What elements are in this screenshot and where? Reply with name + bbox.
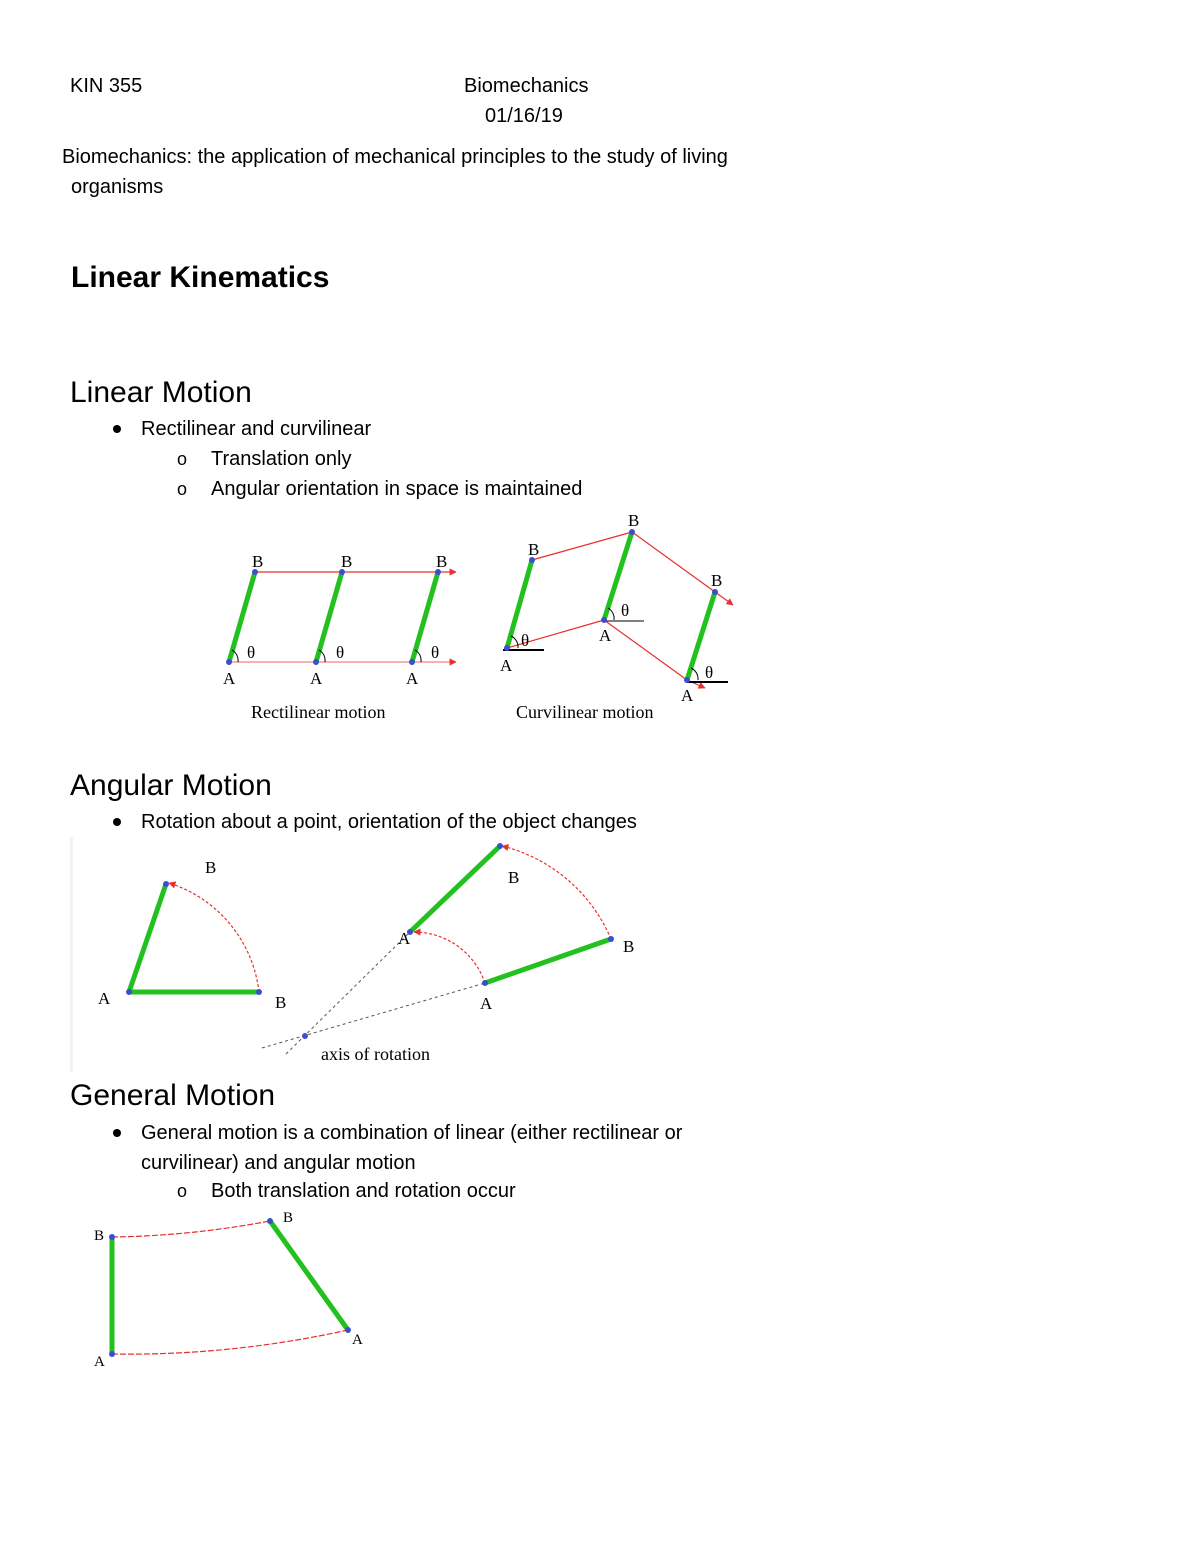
main-heading: Linear Kinematics — [71, 261, 330, 294]
point-label-a: A — [599, 626, 612, 645]
rectilinear-caption: Rectilinear motion — [251, 702, 386, 722]
definition-line-2: organisms — [71, 176, 164, 198]
point-label-a: A — [310, 669, 323, 688]
point-label-a: A — [500, 656, 513, 675]
angle-arc — [510, 635, 519, 649]
point — [109, 1234, 115, 1240]
angle-label: θ — [521, 631, 530, 650]
linear-motion-heading: Linear Motion — [70, 376, 252, 409]
point-label-b: B — [628, 511, 640, 530]
general-motion-heading: General Motion — [70, 1079, 276, 1112]
point-label-b: B — [528, 540, 540, 559]
angle-arc — [607, 607, 615, 621]
point — [504, 645, 510, 651]
angular-motion-bullet: Rotation about a point, orientation of t… — [141, 811, 637, 833]
sub-bullet-icon: o — [177, 479, 188, 499]
axis-line — [261, 982, 486, 1049]
angle-arc — [690, 667, 699, 681]
angle-arc — [414, 649, 422, 663]
subject-title: Biomechanics — [464, 75, 589, 97]
point-label-a: A — [406, 669, 419, 688]
point — [109, 1351, 115, 1357]
segment — [484, 936, 612, 986]
point-label-a: A — [98, 989, 111, 1008]
point — [345, 1327, 351, 1333]
angle-label: θ — [621, 601, 630, 620]
point — [601, 617, 607, 623]
point-label-b: B — [283, 1210, 294, 1226]
angle-label: θ — [431, 643, 440, 662]
axis-of-rotation-label: axis of rotation — [321, 1044, 430, 1064]
linear-motion-sub-2: Angular orientation in space is maintain… — [211, 478, 583, 500]
general-motion-bullet-line-1: General motion is a combination of linea… — [141, 1122, 683, 1144]
note-date: 01/16/19 — [485, 105, 563, 127]
bullet-icon — [113, 1129, 121, 1137]
course-code: KIN 355 — [70, 75, 143, 97]
point — [226, 659, 232, 665]
point-label-b: B — [205, 858, 217, 877]
path-curve — [111, 1220, 271, 1238]
point — [497, 843, 503, 849]
point — [313, 659, 319, 665]
bullet-icon — [113, 818, 121, 826]
angular-motion-heading: Angular Motion — [70, 769, 272, 802]
point — [684, 677, 690, 683]
point — [409, 659, 415, 665]
angle-label: θ — [705, 663, 714, 682]
path-line — [603, 619, 688, 681]
bullet-icon — [113, 425, 121, 433]
sub-bullet-icon: o — [177, 449, 188, 469]
angle-label: θ — [336, 643, 345, 662]
point-label-b: B — [508, 868, 520, 887]
curvilinear-caption: Curvilinear motion — [516, 702, 654, 722]
point-label-a: A — [480, 994, 493, 1013]
angle-label: θ — [247, 643, 256, 662]
segment — [408, 844, 502, 934]
sub-bullet-icon: o — [177, 1181, 188, 1201]
point — [608, 936, 614, 942]
point-label-b: B — [711, 571, 723, 590]
point — [482, 980, 488, 986]
point-label-a: A — [398, 929, 411, 948]
point-label-b: B — [341, 552, 353, 571]
point — [126, 989, 132, 995]
general-motion-sub-1: Both translation and rotation occur — [211, 1180, 516, 1202]
point — [163, 881, 169, 887]
angle-arc — [231, 649, 239, 663]
rotation-arc — [168, 881, 260, 993]
point-label-b: B — [94, 1228, 105, 1244]
path-line — [631, 531, 734, 606]
segment — [126, 883, 169, 993]
general-motion-bullet-line-2: curvilinear) and angular motion — [141, 1152, 416, 1174]
point-label-a: A — [681, 686, 694, 705]
point-label-b: B — [275, 993, 287, 1012]
figure-edge — [70, 837, 73, 1072]
segment — [267, 1219, 351, 1332]
axis-line — [285, 931, 411, 1055]
linear-motion-sub-1: Translation only — [211, 448, 352, 470]
point-label-b: B — [623, 937, 635, 956]
linear-motion-bullet: Rectilinear and curvilinear — [141, 418, 372, 440]
point — [267, 1218, 273, 1224]
rotation-arc — [501, 844, 612, 940]
point-label-a: A — [223, 669, 236, 688]
path-line — [531, 531, 633, 561]
point-label-b: B — [252, 552, 264, 571]
point — [256, 989, 262, 995]
point-label-a: A — [94, 1354, 105, 1370]
angle-arc — [318, 649, 326, 663]
rotation-arc — [413, 928, 486, 984]
axis-point — [302, 1033, 308, 1039]
point-label-a: A — [352, 1332, 363, 1348]
definition-line-1: Biomechanics: the application of mechani… — [62, 146, 728, 168]
point-label-b: B — [436, 552, 448, 571]
path-curve — [111, 1329, 349, 1355]
